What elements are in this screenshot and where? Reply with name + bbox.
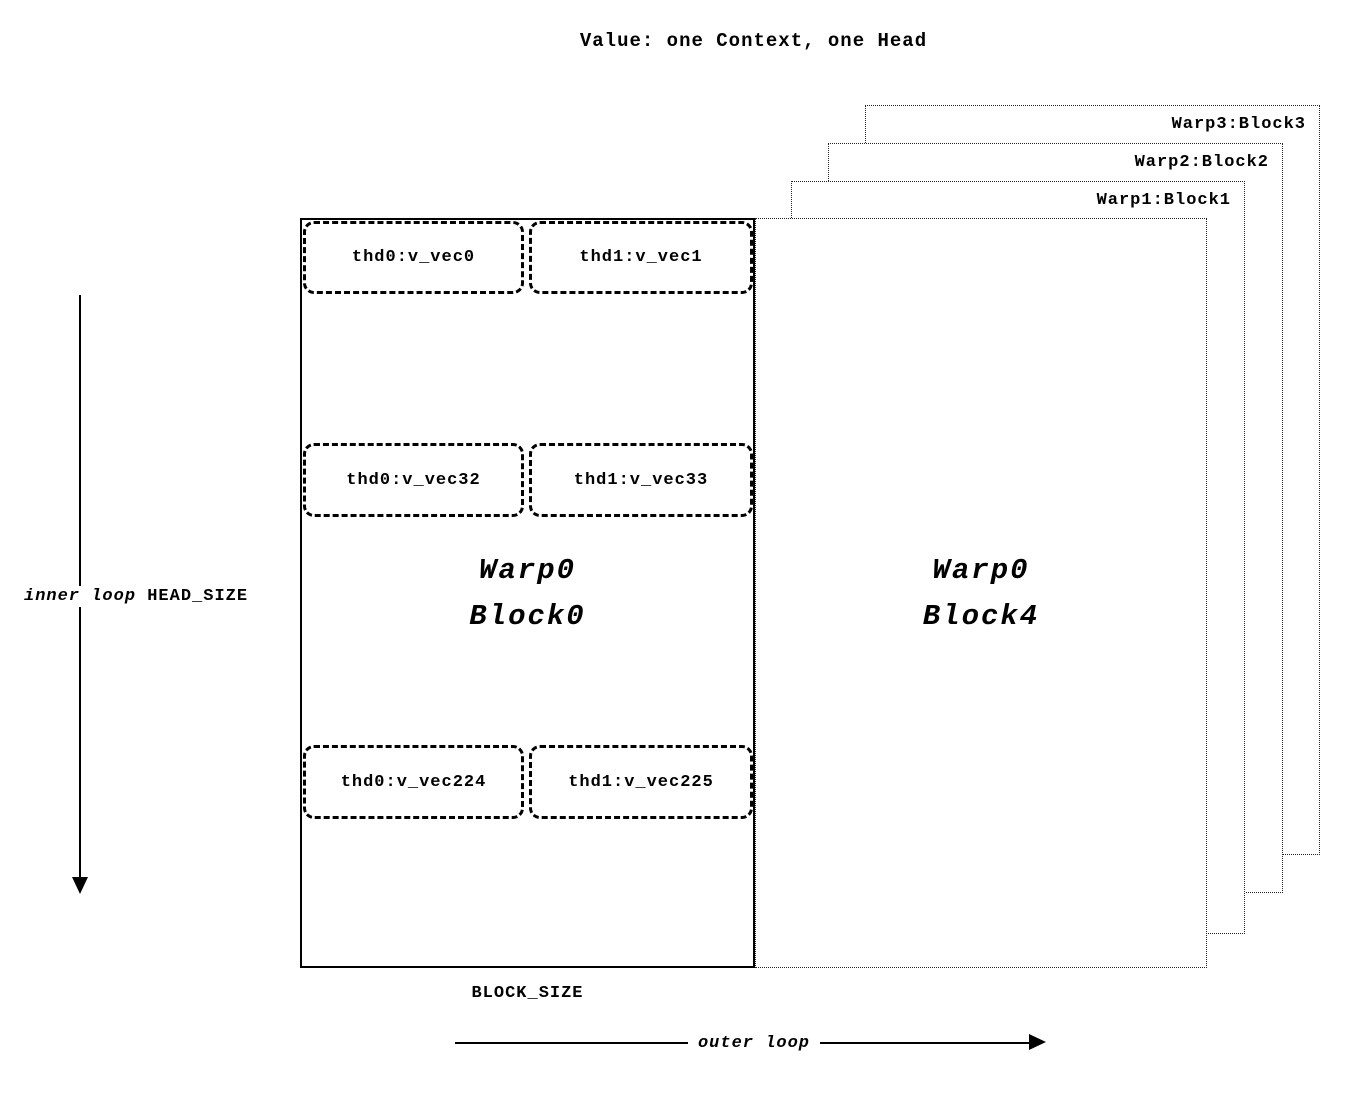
warp0-block0-line1: Warp0	[478, 554, 576, 587]
inner-loop-axis-label: inner loop HEAD_SIZE	[20, 586, 253, 607]
thread-cell: thd1:v_vec33	[529, 443, 753, 517]
diagram-title: Value: one Context, one Head	[579, 30, 928, 52]
outer-loop-axis-label: outer loop	[688, 1033, 820, 1054]
warp1-block1-label: Warp1:Block1	[1096, 191, 1231, 210]
warp0-block4-panel	[755, 218, 1207, 968]
thread-cell: thd1:v_vec1	[529, 221, 753, 294]
warp0-block0-title: Warp0 Block0	[300, 548, 755, 640]
thread-cell: thd1:v_vec225	[529, 745, 753, 819]
warp0-block0-panel	[300, 218, 755, 968]
warp0-block4-title: Warp0 Block4	[755, 548, 1207, 640]
block-size-label: BLOCK_SIZE	[471, 984, 584, 1003]
warp0-block4-line2: Block4	[922, 600, 1040, 633]
thread-cell: thd0:v_vec32	[303, 443, 524, 517]
warp2-block2-label: Warp2:Block2	[1134, 153, 1269, 172]
thread-cell: thd0:v_vec0	[303, 221, 524, 294]
head-size-text: HEAD_SIZE	[147, 587, 249, 606]
warp3-block3-label: Warp3:Block3	[1171, 115, 1306, 134]
inner-loop-text: inner loop	[24, 587, 137, 606]
thread-cell: thd0:v_vec224	[303, 745, 524, 819]
inner-loop-arrowhead-icon	[72, 877, 88, 894]
warp0-block4-line1: Warp0	[932, 554, 1030, 587]
outer-loop-arrowhead-icon	[1029, 1034, 1046, 1050]
warp0-block0-line2: Block0	[469, 600, 586, 633]
